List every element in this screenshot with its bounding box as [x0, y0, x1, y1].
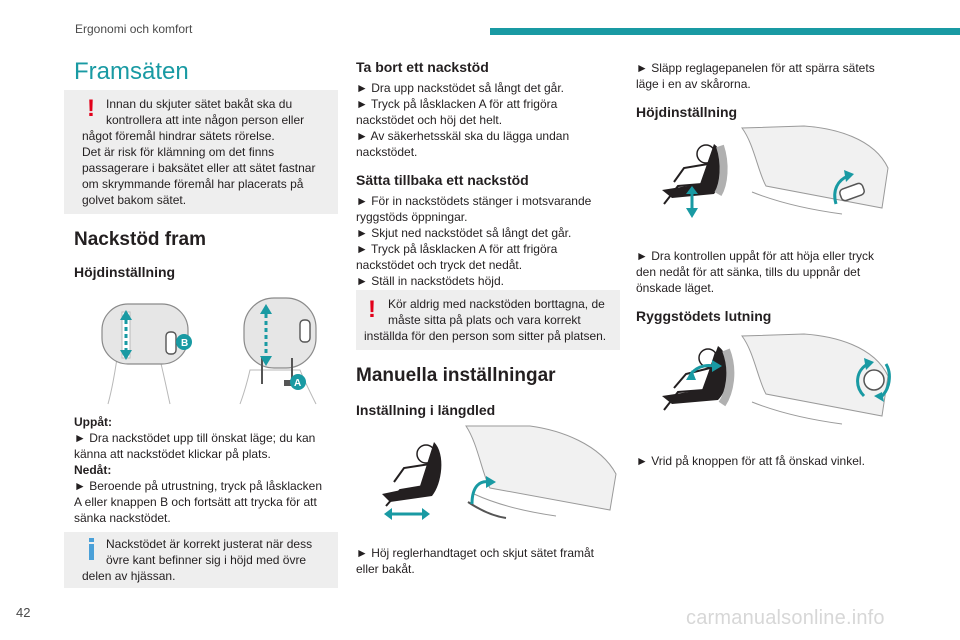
- page-title: Framsäten: [74, 58, 189, 85]
- body-line: ► Av säkerhetsskäl ska du lägga undan: [356, 129, 570, 143]
- body-line: ryggstöds öppningar.: [356, 210, 468, 224]
- body-line: läge i en av skårorna.: [636, 77, 751, 91]
- subsection-heading: Höjdinställning: [636, 104, 738, 120]
- body-line: ► Höj reglerhandtaget och skjut sätet fr…: [356, 546, 594, 560]
- warning-line: Kör aldrig med nackstöden borttagna, de: [388, 297, 605, 311]
- label-b: B: [181, 338, 188, 349]
- watermark: carmanualsonline.info: [686, 607, 885, 629]
- warning-box: ! Kör aldrig med nackstöden borttagna, d…: [356, 290, 620, 350]
- warning-line: Innan du skjuter sätet bakåt ska du: [106, 97, 293, 111]
- body-line: A eller knappen B och fortsätt att tryck…: [74, 495, 317, 509]
- recline-figure: [662, 333, 891, 425]
- subsection-heading: Ta bort ett nackstöd: [356, 59, 489, 75]
- warning-line: om skrymmande föremål har placerats på: [82, 177, 304, 191]
- body-line: eller bakåt.: [356, 562, 415, 576]
- body-line: ► Beroende på utrustning, tryck på låskl…: [74, 479, 323, 493]
- subsection-heading: Inställning i längdled: [356, 402, 496, 418]
- page-number: 42: [16, 605, 31, 620]
- warning-line: något föremål hindrar sätets rörelse.: [82, 129, 275, 143]
- body-line: nackstödet och höj det helt.: [356, 113, 503, 127]
- body-line: Uppåt:: [74, 415, 112, 429]
- section-heading: Nackstöd fram: [74, 229, 206, 250]
- body-line: ► Ställ in nackstödets höjd.: [356, 274, 504, 288]
- body-line: ► Skjut ned nackstödet så långt det går.: [356, 226, 572, 240]
- body-line: ► Tryck på låsklacken A för att frigöra: [356, 242, 558, 256]
- warning-line: golvet bakom sätet.: [82, 193, 187, 207]
- warning-line: kontrollera att inte någon person eller: [106, 113, 305, 127]
- body-line: ► Släpp reglagepanelen för att spärra sä…: [636, 61, 875, 75]
- warning-line: passagerare i baksätet eller att sätet f…: [82, 161, 316, 175]
- running-header: Ergonomi och komfort: [75, 22, 193, 36]
- warning-icon: !: [87, 95, 95, 122]
- body-line: nackstödet och tryck det nedåt.: [356, 258, 523, 272]
- body-line: ► Dra kontrollen uppåt för att höja elle…: [636, 249, 874, 263]
- body-line: Nedåt:: [74, 463, 112, 477]
- body-line: ► Tryck på låsklacken A för att frigöra: [356, 97, 558, 111]
- info-box: Nackstödet är korrekt justerat när dess …: [64, 532, 338, 588]
- info-line: Nackstödet är korrekt justerat när dess: [106, 537, 313, 551]
- body-line: ► Dra nackstödet upp till önskat läge; d…: [74, 431, 316, 445]
- body-line: nackstödet.: [356, 145, 418, 159]
- info-line: delen av hjässan.: [82, 569, 176, 583]
- body-line: ► För in nackstödets stänger i motsvaran…: [356, 194, 592, 208]
- subsection-heading: Sätta tillbaka ett nackstöd: [356, 172, 529, 188]
- body-line: önskade läget.: [636, 281, 715, 295]
- body-line: ► Dra upp nackstödet så långt det går.: [356, 81, 565, 95]
- label-a: A: [294, 378, 301, 389]
- body-line: den nedåt för att sänka, tills du uppnår…: [636, 265, 861, 279]
- section-heading: Manuella inställningar: [356, 365, 556, 386]
- info-line: övre kant befinner sig i höjd med övre: [106, 553, 307, 567]
- warning-line: inställda för den person som sitter på p…: [364, 329, 607, 343]
- warning-box: ! Innan du skjuter sätet bakåt ska du ko…: [64, 90, 338, 214]
- headrest-figure: B A: [101, 297, 317, 405]
- header-accent-bar: [490, 28, 960, 35]
- body-line: känna att nackstödet klickar på plats.: [74, 447, 271, 461]
- warning-line: måste sitta på plats och vara korrekt: [388, 313, 581, 327]
- subsection-heading: Höjdinställning: [74, 264, 176, 280]
- subsection-heading: Ryggstödets lutning: [636, 308, 772, 324]
- body-line: sänka nackstödet.: [74, 511, 171, 525]
- warning-icon: !: [368, 296, 376, 323]
- longitudinal-figure: [382, 425, 617, 520]
- body-line: ► Vrid på knoppen för att få önskad vink…: [636, 454, 865, 468]
- height-figure: [662, 125, 889, 218]
- warning-line: Det är risk för klämning om det finns: [82, 145, 275, 159]
